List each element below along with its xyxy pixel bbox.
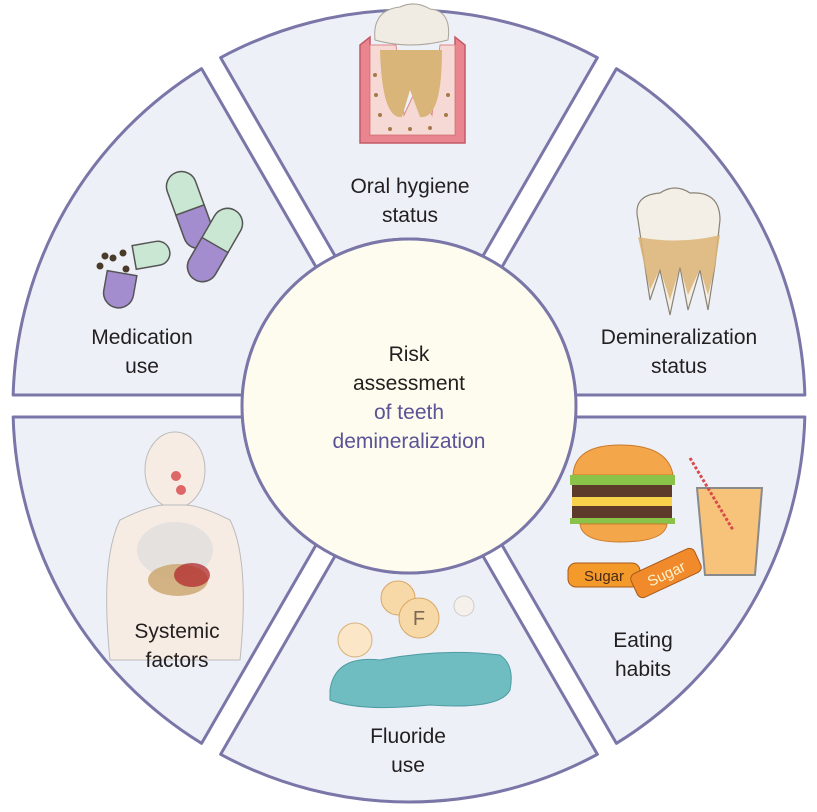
segment-label-fluoride: Fluoride use [370, 722, 446, 780]
center-circle [240, 237, 578, 575]
label-line-2: status [381, 204, 439, 227]
burger-icon [570, 444, 675, 543]
label-line-1: Eating [613, 629, 673, 652]
label-line-2: use [125, 355, 159, 378]
segment-label-oral-hygiene: Oral hygiene status [350, 172, 469, 230]
drink-icon [688, 457, 764, 576]
label-line-2: use [391, 754, 425, 777]
segment-label-eating-habits: Eating habits [613, 626, 673, 684]
label-line-2: habits [614, 658, 672, 681]
segment-label-systemic: Systemic factors [134, 617, 219, 675]
segment-label-demineralization: Demineralization status [601, 323, 757, 381]
center-line-4: demineralization [332, 430, 486, 453]
gum-tooth-icon [359, 3, 466, 144]
candy-icon: Sugar Sugar [567, 547, 702, 599]
fluoride-bubble-label: F [413, 608, 425, 630]
human-body-icon [106, 431, 244, 661]
label-line-2: factors [145, 649, 209, 672]
fast-food-icon: Sugar Sugar [567, 444, 764, 599]
demineralized-tooth-icon [636, 187, 721, 316]
candy-label: Sugar [584, 568, 624, 585]
label-line-1: Oral hygiene [350, 175, 470, 198]
label-line-1: Medication [91, 326, 193, 349]
segment-label-medication: Medication use [91, 323, 193, 381]
center-line-3: of teeth [373, 401, 445, 424]
label-line-1: Demineralization [600, 326, 758, 349]
capsules-icon [96, 170, 244, 309]
fluoride-icon: F [329, 580, 512, 709]
label-line-1: Systemic [134, 620, 220, 643]
center-title: Risk assessment of teeth demineralizatio… [333, 340, 486, 456]
center-line-2: assessment [352, 372, 466, 395]
label-line-2: status [650, 355, 708, 378]
label-line-1: Fluoride [370, 725, 446, 748]
center-line-1: Risk [388, 343, 430, 366]
